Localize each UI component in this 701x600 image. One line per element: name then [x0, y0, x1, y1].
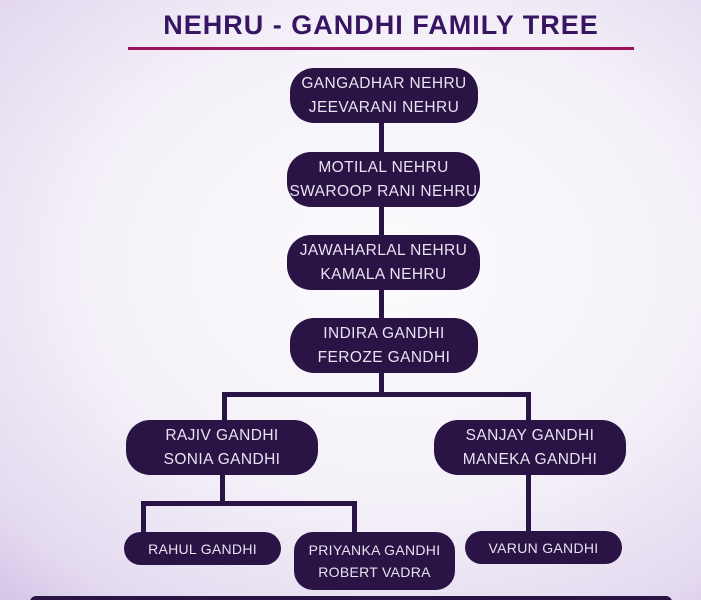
node-jawaharlal-kamala: JAWAHARLAL NEHRU KAMALA NEHRU [287, 235, 480, 290]
node-label: SANJAY GANDHI [465, 426, 595, 444]
node-priyanka-robert: PRIYANKA GANDHI ROBERT VADRA [294, 532, 455, 590]
node-label: SONIA GANDHI [163, 450, 281, 468]
connector-drop-priyanka [352, 501, 357, 535]
node-label: ROBERT VADRA [318, 564, 431, 580]
connector-branch-bottom [141, 501, 357, 506]
node-label: RAJIV GANDHI [165, 426, 279, 444]
node-motilal-swaroop: MOTILAL NEHRU SWAROOP RANI NEHRU [287, 152, 480, 207]
page-title: NEHRU - GANDHI FAMILY TREE [128, 10, 634, 50]
connector-branch-top [222, 392, 531, 397]
node-label: INDIRA GANDHI [323, 324, 445, 342]
node-label: VARUN GANDHI [488, 539, 599, 556]
node-indira-feroze: INDIRA GANDHI FEROZE GANDHI [290, 318, 478, 373]
node-label: JAWAHARLAL NEHRU [299, 241, 468, 259]
node-label: SWAROOP RANI NEHRU [289, 182, 478, 200]
node-label: JEEVARANI NEHRU [308, 98, 460, 116]
node-label: GANGADHAR NEHRU [301, 74, 467, 92]
node-label: RAHUL GANDHI [148, 540, 257, 557]
node-rajiv-sonia: RAJIV GANDHI SONIA GANDHI [126, 420, 318, 475]
connector-gangadhar-motilal [379, 120, 384, 155]
node-label: PRIYANKA GANDHI [308, 542, 441, 558]
connector-motilal-jawaharlal [379, 205, 384, 238]
connector-jawaharlal-indira [379, 288, 384, 321]
connector-indira-stem [379, 370, 384, 396]
connector-sanjay-varun [526, 472, 531, 534]
node-rahul: RAHUL GANDHI [124, 532, 281, 565]
connector-drop-rahul [141, 501, 146, 535]
node-label: MANEKA GANDHI [462, 450, 598, 468]
connector-rajiv-stem [220, 472, 225, 504]
node-label: KAMALA NEHRU [320, 265, 447, 283]
node-varun: VARUN GANDHI [465, 531, 622, 564]
node-sanjay-maneka: SANJAY GANDHI MANEKA GANDHI [434, 420, 626, 475]
connector-drop-rajiv [222, 392, 227, 423]
connector-drop-sanjay [526, 392, 531, 423]
node-label: MOTILAL NEHRU [318, 158, 449, 176]
node-gangadhar-jeevarani: GANGADHAR NEHRU JEEVARANI NEHRU [290, 68, 478, 123]
bottom-edge-bar [30, 596, 672, 600]
node-label: FEROZE GANDHI [317, 348, 451, 366]
